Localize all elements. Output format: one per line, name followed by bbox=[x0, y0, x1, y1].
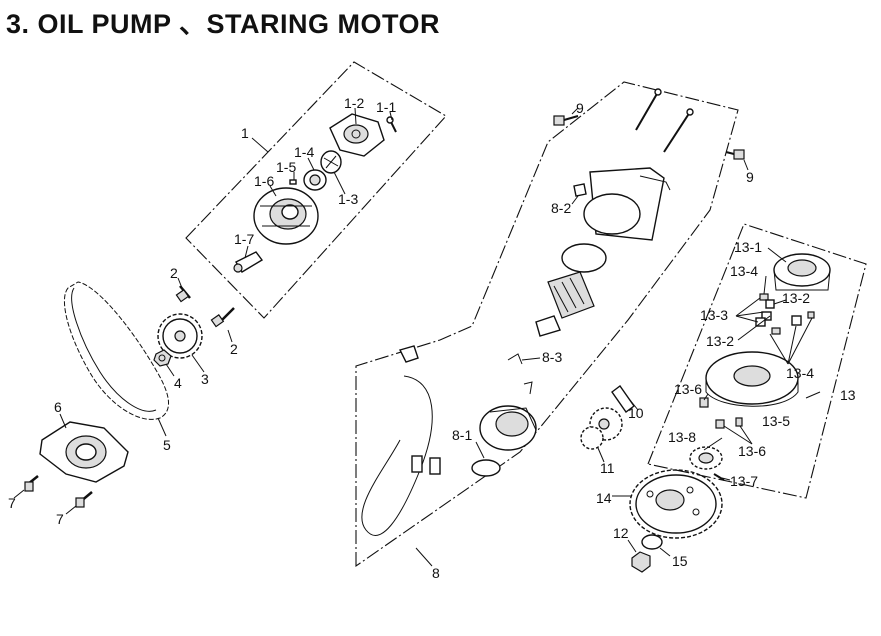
starter-armature bbox=[535, 271, 595, 337]
label-7a: 7 bbox=[8, 495, 16, 511]
end-cover-o-ring bbox=[471, 459, 501, 477]
starter-long-screws bbox=[635, 88, 694, 153]
label-9b: 9 bbox=[746, 169, 754, 185]
oil-pump-nut bbox=[153, 349, 172, 367]
bolt-7b bbox=[75, 491, 93, 508]
label-13-2b: 13-2 bbox=[706, 333, 734, 349]
label-13-4b: 13-4 bbox=[786, 365, 814, 381]
label-3: 3 bbox=[201, 371, 209, 387]
oil-pump-outer-rotor bbox=[303, 169, 327, 191]
label-1-2: 1-2 bbox=[344, 95, 364, 111]
oil-pump-pin bbox=[289, 179, 297, 185]
label-13-5: 13-5 bbox=[762, 413, 790, 429]
label-5: 5 bbox=[163, 437, 171, 453]
label-1-5: 1-5 bbox=[276, 159, 296, 175]
oil-pump-cover bbox=[329, 113, 385, 157]
label-8-1: 8-1 bbox=[452, 427, 472, 443]
starter-motor-assembly-boundary bbox=[355, 81, 739, 568]
starter-clutch-body bbox=[705, 351, 799, 407]
oil-pump-seal-plate bbox=[39, 421, 129, 483]
starter-clutch-bolts bbox=[699, 397, 743, 429]
oil-pump-body bbox=[253, 187, 319, 245]
oil-pump-sprocket bbox=[157, 313, 203, 359]
label-1: 1 bbox=[241, 125, 249, 141]
label-8-2: 8-2 bbox=[551, 200, 571, 216]
label-11: 11 bbox=[600, 460, 615, 476]
label-10: 10 bbox=[628, 405, 644, 421]
label-8-3: 8-3 bbox=[542, 349, 562, 365]
bolt-7a bbox=[24, 475, 39, 492]
bolt-9a bbox=[553, 115, 579, 126]
starter-clutch-pin bbox=[713, 473, 725, 481]
label-13-7: 13-7 bbox=[730, 473, 758, 489]
label-12: 12 bbox=[613, 525, 629, 541]
oil-pump-assembly-boundary bbox=[185, 61, 447, 319]
label-13-4a: 13-4 bbox=[730, 263, 758, 279]
label-7b: 7 bbox=[56, 511, 64, 527]
starter-clutch-gear bbox=[689, 446, 723, 470]
label-14: 14 bbox=[596, 490, 612, 506]
label-13-2a: 13-2 bbox=[782, 290, 810, 306]
label-15: 15 bbox=[672, 553, 688, 569]
label-6: 6 bbox=[54, 399, 62, 415]
oil-pump-leader-lines bbox=[244, 107, 393, 259]
starter-clutch-assembly-boundary bbox=[647, 223, 867, 499]
page-title: 3. OIL PUMP 、STARING MOTOR bbox=[6, 9, 441, 39]
label-1-7: 1-7 bbox=[234, 231, 254, 247]
starter-idler-shaft bbox=[611, 385, 635, 413]
label-1-1: 1-1 bbox=[376, 99, 396, 115]
starter-o-ring bbox=[561, 243, 607, 273]
label-2b: 2 bbox=[230, 341, 238, 357]
oil-pump-shaft bbox=[233, 251, 264, 273]
label-13-6b: 13-6 bbox=[738, 443, 766, 459]
oil-pump-drive-chain bbox=[64, 281, 169, 420]
starter-nut bbox=[631, 551, 651, 573]
starter-driven-gear bbox=[629, 469, 723, 539]
label-9a: 9 bbox=[576, 100, 584, 116]
bolt-2b bbox=[210, 307, 235, 328]
label-13: 13 bbox=[840, 387, 856, 403]
label-13-8: 13-8 bbox=[668, 429, 696, 445]
label-1-3: 1-3 bbox=[338, 191, 358, 207]
bolt-9b bbox=[725, 149, 745, 160]
starter-bracket-clip bbox=[573, 183, 587, 197]
label-1-4: 1-4 bbox=[294, 144, 314, 160]
starter-washer bbox=[641, 534, 663, 550]
starter-clutch-cover bbox=[773, 253, 831, 291]
starter-clutch-rollers bbox=[755, 293, 815, 335]
label-13-6a: 13-6 bbox=[674, 381, 702, 397]
label-4: 4 bbox=[174, 375, 182, 391]
label-13-3: 13-3 bbox=[700, 307, 728, 323]
starter-wire-clips bbox=[507, 353, 533, 395]
part-number-labels: 1 1-1 1-2 1-3 1-4 1-5 1-6 1-7 2 2 3 4 5 … bbox=[8, 95, 856, 581]
starter-cable bbox=[361, 345, 441, 536]
label-1-6: 1-6 bbox=[254, 173, 274, 189]
starter-motor-housing bbox=[583, 167, 671, 241]
bolt-2a bbox=[175, 285, 191, 303]
label-2a: 2 bbox=[170, 265, 178, 281]
starter-end-cover bbox=[479, 405, 537, 451]
starter-idler-gear bbox=[580, 407, 623, 450]
starter-clutch-leader-lines bbox=[703, 247, 821, 481]
label-13-1: 13-1 bbox=[734, 239, 762, 255]
label-8: 8 bbox=[432, 565, 440, 581]
oil-pump-inner-rotor bbox=[320, 150, 342, 174]
